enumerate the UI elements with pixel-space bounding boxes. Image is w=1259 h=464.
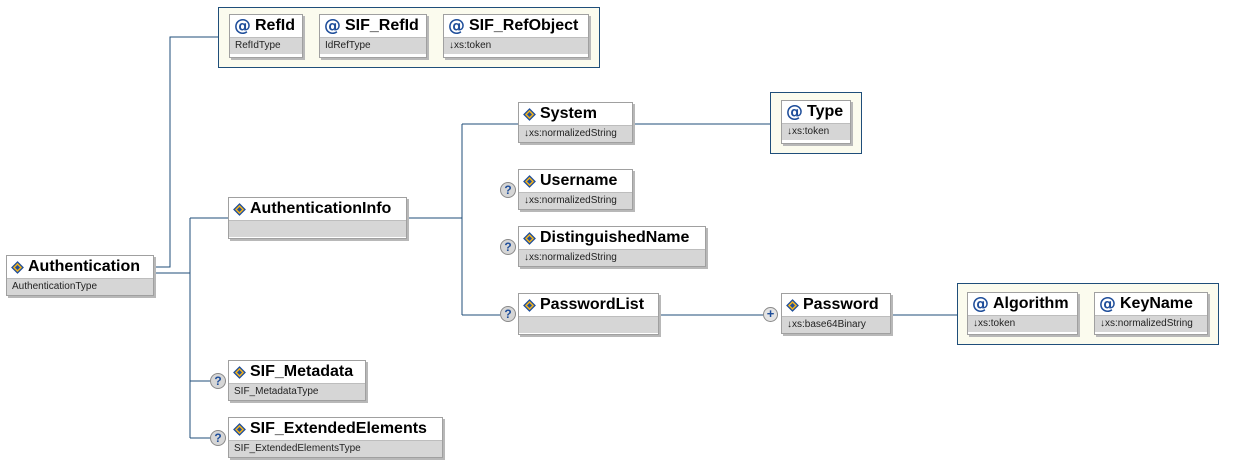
element-icon [523, 231, 536, 245]
attribute-sif-refid[interactable]: @SIF_RefId IdRefType [319, 14, 427, 58]
element-type: AuthenticationType [7, 278, 153, 295]
optional-icon: ? [500, 182, 516, 198]
attribute-type: RefIdType [230, 37, 302, 54]
attribute-sif-refobject[interactable]: @SIF_RefObject ↓xs:token [443, 14, 589, 58]
element-type [519, 316, 658, 333]
optional-icon: ? [210, 430, 226, 446]
at-sign-icon: @ [1099, 294, 1116, 314]
at-sign-icon: @ [234, 16, 251, 36]
attribute-type: ↓xs:normalizedString [1095, 315, 1207, 332]
attribute-type: ↓xs:token [968, 315, 1077, 332]
attribute-type: ↓xs:token [444, 37, 588, 54]
attribute-refid[interactable]: @RefId RefIdType [229, 14, 303, 58]
element-passwordlist[interactable]: PasswordList [518, 293, 659, 335]
attribute-algorithm[interactable]: @Algorithm ↓xs:token [967, 292, 1078, 335]
element-sif-extendedelements[interactable]: SIF_ExtendedElements SIF_ExtendedElement… [228, 417, 443, 458]
attribute-type-value: ↓xs:token [782, 123, 850, 140]
element-icon [523, 174, 536, 188]
element-type: SIF_MetadataType [229, 383, 365, 400]
attribute-type: IdRefType [320, 37, 426, 54]
element-icon [523, 107, 536, 121]
element-type: ↓xs:normalizedString [519, 125, 632, 142]
element-icon [11, 260, 24, 274]
element-icon [233, 422, 246, 436]
element-authentication[interactable]: Authentication AuthenticationType [6, 255, 154, 296]
at-sign-icon: @ [786, 102, 803, 122]
connector-root-attributes [155, 36, 218, 268]
element-system[interactable]: System ↓xs:normalizedString [518, 102, 633, 143]
element-type: ↓xs:normalizedString [519, 192, 632, 209]
element-type: ↓xs:normalizedString [519, 249, 705, 266]
element-icon [233, 365, 246, 379]
plus-icon: + [763, 307, 778, 322]
element-type [229, 220, 406, 237]
at-sign-icon: @ [972, 294, 989, 314]
element-username[interactable]: Username ↓xs:normalizedString [518, 169, 633, 210]
at-sign-icon: @ [324, 16, 341, 36]
optional-icon: ? [210, 373, 226, 389]
element-authenticationinfo[interactable]: AuthenticationInfo [228, 197, 407, 239]
attribute-keyname[interactable]: @KeyName ↓xs:normalizedString [1094, 292, 1208, 335]
element-icon [233, 202, 246, 216]
optional-icon: ? [500, 239, 516, 255]
element-icon [523, 298, 536, 312]
element-type: ↓xs:base64Binary [782, 316, 890, 333]
element-type: SIF_ExtendedElementsType [229, 440, 442, 457]
at-sign-icon: @ [448, 16, 465, 36]
element-password[interactable]: Password ↓xs:base64Binary [781, 293, 891, 334]
element-icon [786, 298, 799, 312]
element-sif-metadata[interactable]: SIF_Metadata SIF_MetadataType [228, 360, 366, 401]
element-distinguishedname[interactable]: DistinguishedName ↓xs:normalizedString [518, 226, 706, 267]
attribute-type[interactable]: @Type ↓xs:token [781, 100, 851, 144]
optional-icon: ? [500, 306, 516, 322]
